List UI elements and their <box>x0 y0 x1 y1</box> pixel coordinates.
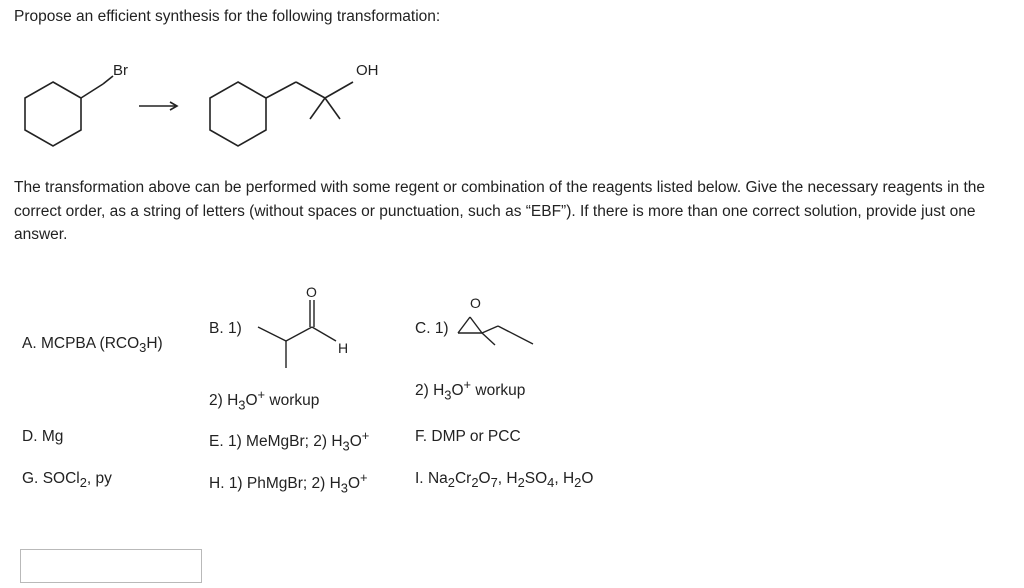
option-g-letter: G. <box>22 470 39 487</box>
product-bond-3 <box>324 81 354 99</box>
option-f-letter: F. <box>415 428 428 445</box>
option-b-step2: 2) H3O+ workup <box>209 387 320 413</box>
product-bond-2 <box>295 81 326 99</box>
option-b-oxygen: O <box>306 284 317 300</box>
reaction-scheme: Br OH <box>24 62 379 147</box>
question-prompt: Propose an efficient synthesis for the f… <box>14 8 441 25</box>
product-methyl-2 <box>324 97 341 120</box>
start-ch2-bond <box>80 83 104 99</box>
product-cyclohexane-ring <box>209 81 267 147</box>
option-a-subscript: 3 <box>139 340 147 356</box>
option-c-step1-label: 1) <box>434 320 449 337</box>
option-h-letter: H. <box>209 475 225 493</box>
option-a-text-end: H) <box>146 335 163 352</box>
instructions-text: The transformation above can be performe… <box>14 179 986 243</box>
start-c-br-bond <box>102 75 114 85</box>
option-i: I. Na2Cr2O7, H2SO4, H2O <box>415 470 594 491</box>
hydroxyl-label: OH <box>356 62 379 79</box>
option-b-letter: B. <box>209 320 224 337</box>
product-bond-1 <box>265 81 297 99</box>
start-cyclohexane-ring <box>24 81 82 147</box>
option-b-hydrogen: H <box>338 340 348 356</box>
option-b-aldehyde-structure: O H <box>257 284 348 368</box>
option-b-step1: B. 1) <box>209 320 242 338</box>
option-a-text: MCPBA (RCO <box>40 335 140 352</box>
option-c-oxygen: O <box>470 295 481 311</box>
option-i-letter: I. <box>415 470 424 487</box>
option-c-letter: C. <box>415 320 431 337</box>
option-f-text: DMP or PCC <box>431 428 521 445</box>
option-d-letter: D. <box>22 428 38 445</box>
reaction-arrow-head <box>169 101 179 111</box>
option-c-epoxide-structure: O <box>457 295 534 346</box>
option-a: A. MCPBA (RCO3H) <box>22 335 163 355</box>
option-a-letter: A. <box>22 335 37 352</box>
option-d-text: Mg <box>41 428 64 445</box>
answer-input[interactable] <box>20 549 202 583</box>
option-f: F. DMP or PCC <box>415 428 521 446</box>
option-g: G. SOCl2, py <box>22 470 112 491</box>
bromine-label: Br <box>113 62 128 79</box>
option-e-letter: E. <box>209 433 224 451</box>
option-c-step2: 2) H3O+ workup <box>415 377 526 403</box>
option-b-step1-label: 1) <box>227 320 242 337</box>
option-d: D. Mg <box>22 428 63 446</box>
product-methyl-1 <box>309 97 326 120</box>
option-h: H. 1) PhMgBr; 2) H3O+ <box>209 470 368 496</box>
option-c-step1: C. 1) <box>415 320 449 338</box>
option-e: E. 1) MeMgBr; 2) H3O+ <box>209 428 370 454</box>
